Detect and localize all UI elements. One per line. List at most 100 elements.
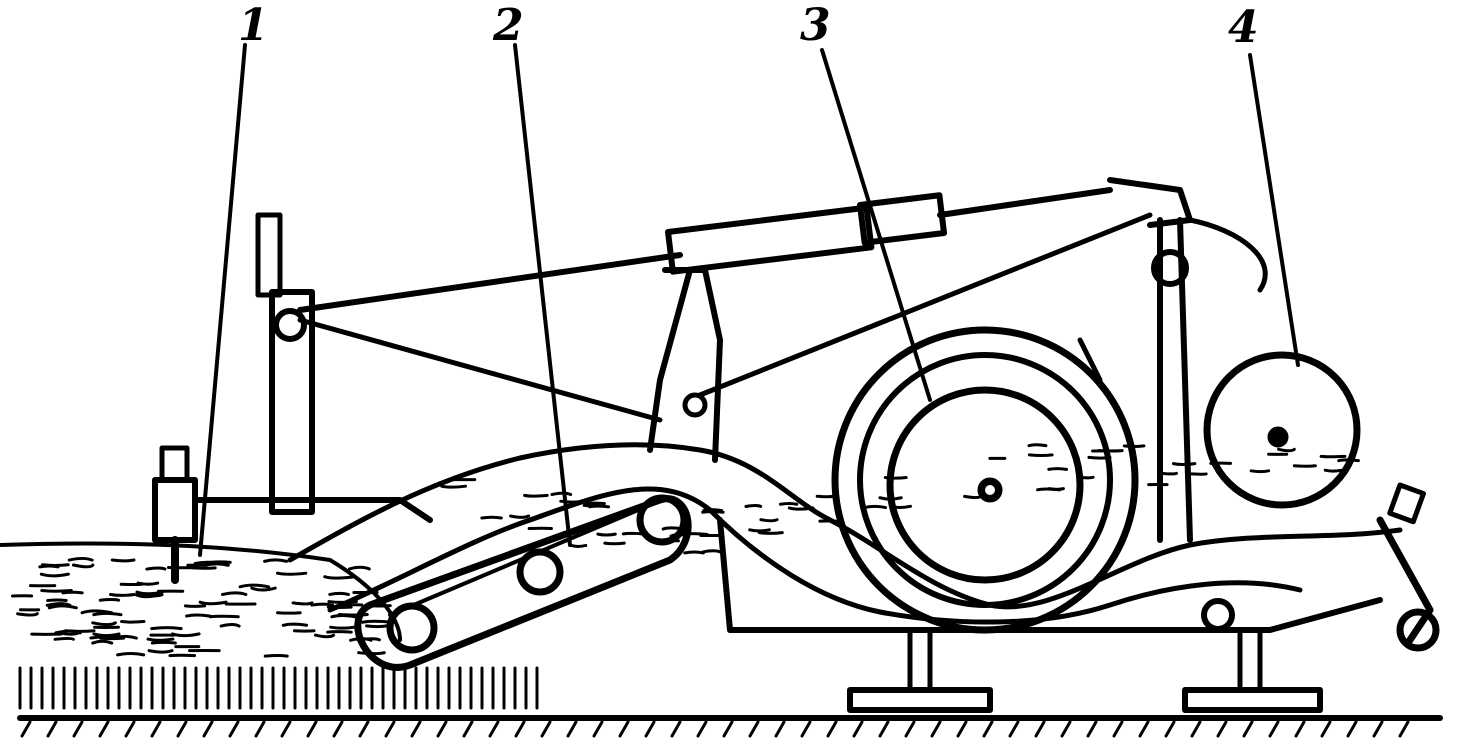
material-texture-mark [757,531,784,535]
soil-texture-mark [275,571,308,576]
item-2-pickup-conveyor [354,494,692,671]
ground-hatch-mark [202,720,214,738]
material-texture-mark [683,550,705,555]
material-texture-mark [1027,453,1054,458]
ground-hatch-mark [774,720,786,738]
hydraulic-cylinder [297,177,1193,313]
soil-texture-mark [171,632,201,638]
soil-texture-mark [185,613,212,618]
ground-hatch-mark [1034,720,1046,738]
soil-texture-mark [147,649,174,654]
ground-hatch-mark [1294,720,1306,738]
ground-hatch-mark [956,720,968,738]
ground-hatch-mark [1242,720,1254,738]
ground-hatch-mark [1138,720,1150,738]
ground-hatch-mark [46,720,58,738]
ground-hatch-mark [332,720,344,738]
ground-hatch-mark [488,720,500,738]
ground-hatch-mark [358,720,370,738]
soil-texture-mark [89,635,120,640]
callouts: 1 2 3 4 [238,0,1259,53]
soil-texture-mark [313,633,336,639]
ground-hatch-mark [644,720,656,738]
ground-hatch-mark [878,720,890,738]
soil-texture-mark [219,622,241,628]
soil-texture-mark [326,630,353,634]
ground-hatch-mark [1398,720,1410,738]
ground-hatch-mark [1268,720,1280,738]
material-texture-mark [603,541,626,546]
material-texture-mark [440,484,467,489]
material-texture-mark [759,518,779,523]
soil-texture-mark [263,558,289,563]
leader-line-3 [820,48,932,402]
ground-hatch-mark [98,720,110,738]
ground-hatch-mark [800,720,812,738]
leader-line-1 [198,43,247,557]
soil-texture-mark [281,622,309,627]
ground-hatch-mark [1346,720,1358,738]
ground-hatch-mark [514,720,526,738]
soil-texture-mark [330,613,358,619]
soil-texture-mark [365,624,389,629]
ground-hatch-mark [1372,720,1384,738]
callout-label-3: 3 [800,0,831,51]
ground-hatch-mark [826,720,838,738]
item-4-rear-roller [1203,351,1361,509]
soil-texture-mark [238,583,271,589]
material-texture-mark [1249,469,1271,474]
soil-texture-mark [329,625,356,630]
soil-texture-mark [198,600,228,606]
item-1-lift-post [152,445,433,584]
ground-hatch-mark [618,720,630,738]
material-texture-mark [701,549,722,554]
material-texture-mark [748,528,771,533]
material-texture-mark [621,531,644,536]
ground-hatch-mark [410,720,422,738]
soil-texture-mark [47,604,78,610]
soil-texture-mark [145,566,167,571]
ground-hatch-mark [150,720,162,738]
material-texture-mark [582,503,600,508]
material-texture-mark [862,504,888,510]
callout-label-2: 2 [492,0,524,51]
ground-hatch-mark [852,720,864,738]
ground-hatch-mark [1086,720,1098,738]
material-texture-mark [1277,447,1296,453]
soil-texture-mark [116,651,146,657]
soil-texture-mark [71,563,95,569]
ground-hatch-mark [1320,720,1332,738]
soil-texture-mark [98,598,121,602]
ground-hatch-mark [904,720,916,738]
material-texture-mark [744,503,763,508]
soil-texture-mark [203,562,230,567]
soil-texture-mark [323,575,357,580]
ground-hatch-mark [1190,720,1202,738]
leader-lines [198,43,1300,557]
material-texture-mark [1337,458,1360,463]
callout-label-4: 4 [1228,2,1259,53]
leader-line-4 [1248,53,1300,367]
ground-hatch-mark [124,720,136,738]
soil-texture-mark [16,612,39,617]
soil-texture-mark [56,630,82,636]
soil-texture-mark [91,621,117,627]
ground-hatch-mark [1060,720,1072,738]
soil-texture-mark [45,602,72,607]
soil-texture-mark [38,564,60,569]
soil-texture-mark [40,589,73,593]
ground-hatch-mark [670,720,682,738]
soil-texture-mark [263,654,289,658]
item-3-press-drum [831,326,1139,634]
ground-hatch-mark [176,720,188,738]
ground-hatch-mark [1216,720,1228,738]
ground-hatch-mark [228,720,240,738]
rear-frame [1151,217,1268,543]
soil-texture-mark [61,590,84,595]
ground-hatch-mark [930,720,942,738]
material-texture-mark [1159,471,1178,476]
soil-texture-mark [108,593,136,597]
ground-hatch-mark [280,720,292,738]
ground-hatch-mark [1112,720,1124,738]
vertical-column [255,212,315,515]
